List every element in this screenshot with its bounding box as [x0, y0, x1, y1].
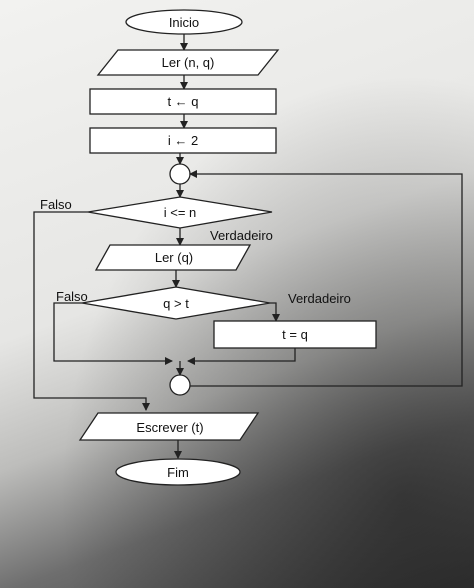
- assign-i-process: [89, 127, 277, 154]
- compare-decision-label: q > t: [163, 296, 189, 311]
- loop-false-label: Falso: [40, 197, 72, 212]
- compare-true-edge: [270, 302, 280, 322]
- end-label: Fim: [167, 465, 189, 480]
- loop-connector-bottom: [169, 374, 191, 396]
- compare-decision: [81, 286, 271, 320]
- compare-true-label: Verdadeiro: [288, 291, 351, 306]
- output-parallelogram: [78, 412, 260, 441]
- assign-t2-label: t = q: [282, 327, 308, 342]
- assign-t-label: t ← q: [167, 94, 198, 109]
- output-label: Escrever (t): [136, 420, 203, 435]
- compare-false-label: Falso: [56, 289, 88, 304]
- assign-t-process: [89, 88, 277, 115]
- compare-false-edge: [53, 302, 173, 365]
- loop-decision-label: i <= n: [164, 205, 197, 220]
- loop-connector-top: [169, 163, 191, 185]
- assign-t2-merge-edge: [187, 348, 296, 365]
- read-q-parallelogram: [94, 244, 252, 271]
- loop-false-edge: [33, 211, 150, 411]
- read-input-parallelogram: [96, 49, 280, 76]
- loop-back-edge: [189, 170, 463, 387]
- read-input-label: Ler (n, q): [162, 55, 215, 70]
- read-q-label: Ler (q): [155, 250, 193, 265]
- assign-i-label: i ← 2: [168, 133, 198, 148]
- end-terminal: [115, 458, 241, 486]
- start-label: Inicio: [169, 15, 199, 30]
- loop-true-label: Verdadeiro: [210, 228, 273, 243]
